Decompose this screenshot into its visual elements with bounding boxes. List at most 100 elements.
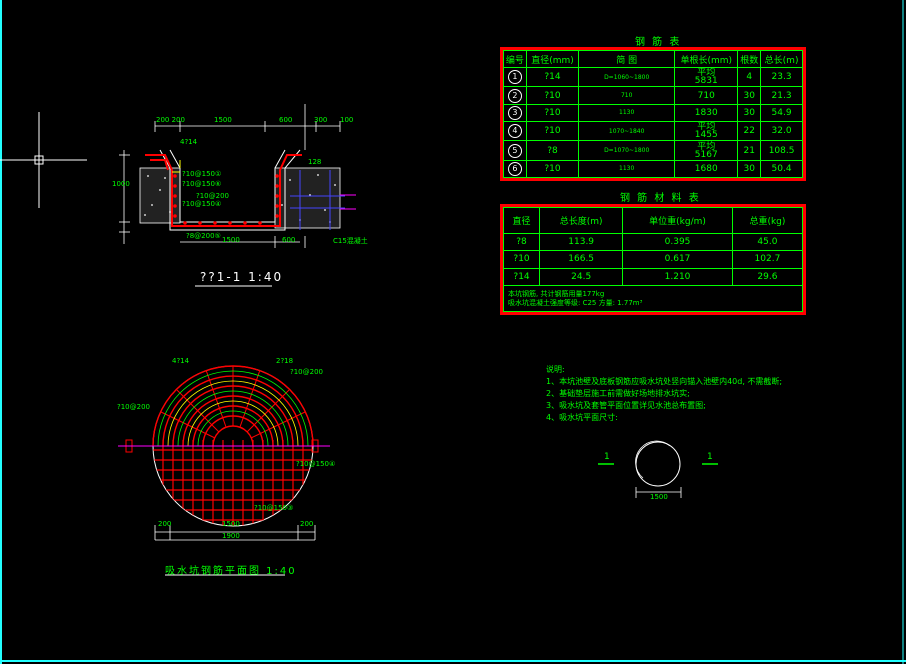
section-drawing [119, 104, 356, 287]
material-unit: 0.617 [622, 250, 733, 269]
rebar-header-sketch: 简 图 [578, 50, 676, 68]
key-plan [598, 440, 718, 498]
rebar-total: 32.0 [760, 120, 803, 142]
rebar-sketch-text: 1130 [619, 165, 635, 173]
material-dia: ?14 [502, 267, 541, 287]
section-label-9: 600 [282, 236, 296, 244]
section-label-5: ?10@150④ [182, 200, 222, 208]
table-row: 6 ?10 1130 1680 30 50.4 [503, 159, 803, 179]
section-dim-left-2: 1000 [112, 180, 130, 188]
rebar-len: 平均 5831 [674, 66, 739, 88]
section-dim-top-2: 1500 [214, 116, 232, 124]
material-footer-line2: 吸水坑混凝土强度等级: C25 方量: 1.77m³ [508, 298, 643, 307]
rebar-total: 54.9 [760, 103, 803, 122]
material-weight: 29.6 [731, 267, 804, 287]
rebar-header-len: 单根长(mm) [674, 50, 739, 68]
rebar-dia: ?10 [525, 120, 580, 142]
rebar-no: 5 [507, 143, 522, 158]
plan-label-2: 2?18 [276, 357, 294, 365]
material-table: 直径 总长度(m) 单位重(kg/m) 总重(kg) ?8 113.9 0.39… [500, 204, 806, 315]
material-dia: ?10 [502, 250, 541, 269]
material-len: 166.5 [539, 250, 624, 269]
material-footer-line1: 本坑钢筋, 共计钢筋用量177kg [508, 289, 605, 298]
table-row: 4 ?10 1070~1840 平均 1455 22 32.0 [503, 120, 803, 142]
rebar-len: 710 [674, 86, 739, 105]
section-label-10: 128 [308, 158, 322, 166]
plan-label-5: ?10@150③ [254, 504, 294, 512]
rebar-len: 平均 1455 [674, 120, 739, 142]
rebar-no: 1 [507, 70, 522, 85]
plan-label-6: ?10@150④ [296, 460, 336, 468]
section-dim-top-3: 600 [279, 116, 293, 124]
material-footer: 本坑钢筋, 共计钢筋用量177kg 吸水坑混凝土强度等级: C25 方量: 1.… [503, 285, 803, 312]
table-row: 5 ?8 D=1070~1800 平均 5167 21 108.5 [503, 140, 803, 161]
section-label-1: 4?14 [180, 138, 198, 146]
section-label-6: ?8@200⑤ [186, 232, 221, 240]
rebar-sketch-text: 1130 [619, 109, 635, 117]
rebar-no: 2 [507, 88, 522, 103]
notes-item-2: 2、基础垫层施工前需做好场地排水坑实; [546, 389, 690, 398]
rebar-sketch: D=1070~1800 [578, 140, 676, 161]
material-header-dia: 直径 [502, 207, 541, 234]
material-weight: 45.0 [731, 232, 804, 252]
rebar-total: 108.5 [760, 140, 803, 161]
rebar-sketch-text: 710 [620, 92, 633, 100]
material-dia: ?8 [502, 232, 541, 252]
section-label-4: ?10@200 [196, 192, 229, 200]
material-unit: 1.210 [622, 267, 733, 287]
material-header-unit: 单位重(kg/m) [622, 207, 733, 234]
rebar-sketch-text: D=1070~1800 [604, 147, 650, 155]
material-weight: 102.7 [731, 250, 804, 269]
rebar-count: 30 [737, 86, 762, 105]
table-row: 2 ?10 710 710 30 21.3 [503, 86, 803, 105]
rebar-no: 3 [507, 105, 522, 120]
notes-title: 说明: [546, 365, 565, 374]
key-plan-dim: 1500 [650, 493, 668, 501]
section-dim-top-5: 100 [340, 116, 354, 124]
rebar-count: 30 [737, 103, 762, 122]
plan-label-3: ?10@200 [290, 368, 323, 376]
key-plan-label-right: 1 [707, 452, 713, 462]
section-label-2: ?10@150① [182, 170, 222, 178]
table-row: ?14 24.5 1.210 29.6 [502, 267, 804, 287]
plan-drawing [118, 365, 330, 576]
rebar-header-total: 总长(m) [760, 50, 803, 68]
plan-label-1: 4?14 [172, 357, 190, 365]
table-row: 1 ?14 D=1060~1800 平均 5831 4 23.3 [503, 66, 803, 88]
rebar-header-no: 编号 [503, 50, 527, 68]
material-len: 113.9 [539, 232, 624, 252]
plan-dim-1: 200 [158, 520, 172, 528]
rebar-header-count: 根数 [737, 50, 762, 68]
table-row: ?8 113.9 0.395 45.0 [502, 232, 804, 252]
rebar-total: 23.3 [760, 66, 803, 88]
rebar-count: 30 [737, 159, 762, 179]
section-dim-top-4: 300 [314, 116, 328, 124]
rebar-no: 6 [507, 161, 522, 176]
rebar-sketch: 1070~1840 [578, 120, 676, 142]
rebar-dia: ?8 [525, 140, 580, 161]
rebar-sketch-text: D=1060~1800 [604, 73, 650, 81]
material-header-weight: 总重(kg) [731, 207, 804, 234]
crosshair-cursor[interactable] [0, 112, 87, 208]
rebar-count: 4 [737, 66, 762, 88]
rebar-no: 4 [507, 124, 522, 139]
rebar-dia: ?10 [525, 159, 580, 179]
rebar-sketch-text: 1070~1840 [608, 127, 645, 135]
rebar-count: 22 [737, 120, 762, 142]
rebar-len: 1680 [674, 159, 739, 179]
key-plan-label-left: 1 [604, 452, 610, 462]
rebar-len: 1830 [674, 103, 739, 122]
section-title: ??1-1 1:40 [200, 270, 284, 284]
rebar-count: 21 [737, 140, 762, 161]
section-dim-bottom: 1500 [222, 236, 240, 244]
rebar-dia: ?10 [525, 86, 580, 105]
plan-dim-2: 1500 [222, 520, 240, 528]
plan-dim-4: 1900 [222, 532, 240, 540]
section-label-7: C15混凝土 [333, 237, 368, 245]
table-row: ?10 166.5 0.617 102.7 [502, 250, 804, 269]
rebar-dia: ?14 [525, 66, 580, 88]
rebar-table: 编号 直径(mm) 简 图 单根长(mm) 根数 总长(m) 1 ?14 D=1… [500, 47, 806, 181]
rebar-dia: ?10 [525, 103, 580, 122]
notes-item-1: 1、本坑池壁及底板钢筋应吸水坑处竖向锚入池壁内40d, 不需截断; [546, 377, 783, 386]
